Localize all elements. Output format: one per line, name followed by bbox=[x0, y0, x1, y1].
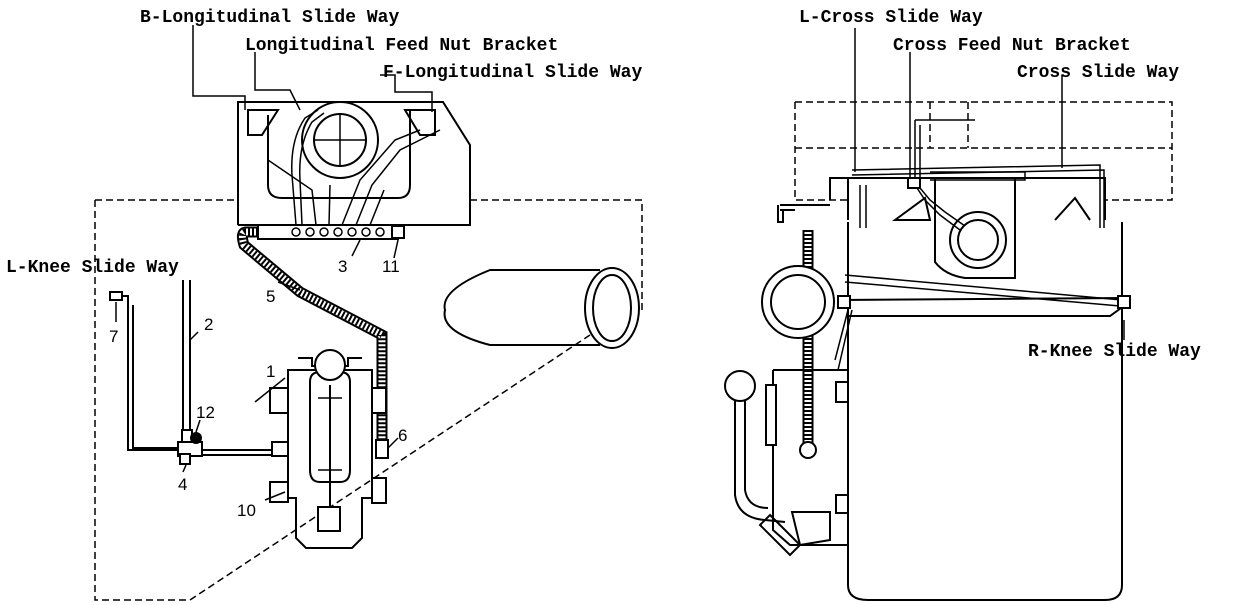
lube-pump bbox=[287, 369, 373, 549]
label-l-knee-slide-way: L-Knee Slide Way bbox=[6, 258, 179, 278]
callout-2: 2 bbox=[204, 315, 213, 334]
callout-10: 10 bbox=[237, 501, 256, 520]
callout-3: 3 bbox=[338, 257, 347, 276]
knee-body bbox=[847, 222, 1123, 601]
callout-11: 11 bbox=[382, 257, 400, 276]
feed-nut-bracket bbox=[267, 110, 411, 199]
label-cross-slide-way: Cross Slide Way bbox=[1017, 63, 1179, 83]
pump-handle-knob bbox=[314, 349, 346, 381]
label-longitudinal-feed-nut-bracket: Longitudinal Feed Nut Bracket bbox=[245, 36, 558, 56]
callout-12: 12 bbox=[196, 403, 215, 422]
left-body-outline bbox=[94, 199, 643, 601]
label-b-longitudinal-slide-way: B-Longitudinal Slide Way bbox=[140, 8, 399, 28]
label-l-cross-slide-way: L-Cross Slide Way bbox=[799, 8, 983, 28]
callout-4: 4 bbox=[178, 475, 187, 494]
feed-screw-circle bbox=[301, 101, 379, 179]
callout-6: 6 bbox=[398, 426, 407, 445]
callout-5: 5 bbox=[266, 287, 275, 306]
knee-oil-line bbox=[109, 291, 182, 451]
left-view bbox=[94, 25, 643, 601]
right-pump-knob bbox=[724, 370, 756, 402]
callout-7: 7 bbox=[109, 327, 118, 346]
cross-feed-nut bbox=[934, 178, 1016, 279]
cross-slide-block bbox=[847, 177, 1106, 220]
saddle-block bbox=[237, 101, 471, 226]
left-dovetail bbox=[247, 109, 280, 136]
callout-1: 1 bbox=[266, 362, 275, 381]
right-view bbox=[724, 28, 1173, 601]
label-r-knee-slide-way: R-Knee Slide Way bbox=[1028, 342, 1201, 362]
label-cross-feed-nut-bracket: Cross Feed Nut Bracket bbox=[893, 36, 1131, 56]
overarm bbox=[443, 269, 600, 346]
label-f-longitudinal-slide-way: F-Longitudinal Slide Way bbox=[383, 63, 642, 83]
right-dovetail bbox=[403, 109, 436, 136]
right-table-outline bbox=[794, 101, 1173, 201]
